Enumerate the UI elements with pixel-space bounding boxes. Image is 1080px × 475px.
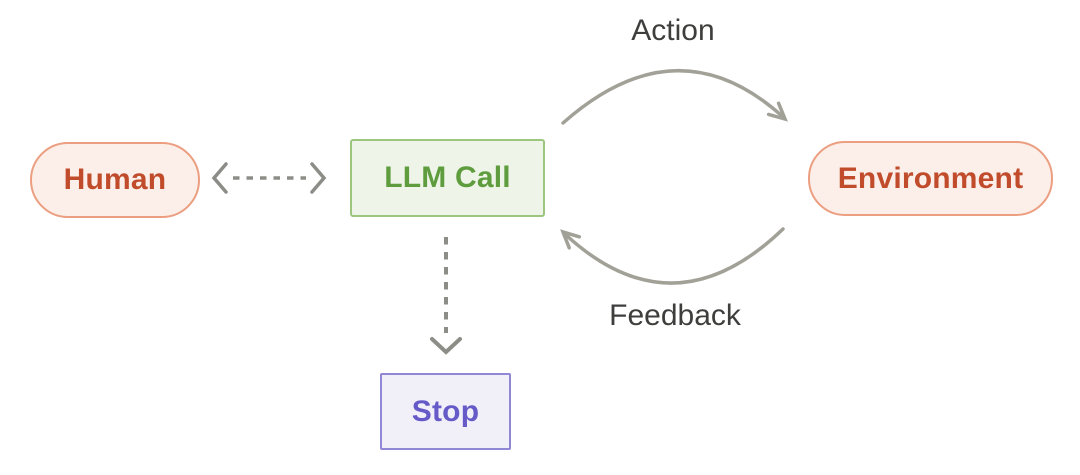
human-node-label: Human: [63, 163, 167, 196]
environment-node: Environment: [808, 141, 1053, 216]
human-node: Human: [30, 142, 200, 218]
feedback-arrowhead: [560, 229, 582, 250]
feedback-arc: [564, 227, 785, 285]
llm-stop-dashed-arrow: [430, 237, 462, 355]
action-edge-label: Action: [631, 14, 715, 47]
feedback-arrow: [560, 227, 785, 285]
stop-node-label: Stop: [411, 394, 480, 428]
environment-node-label: Environment: [837, 161, 1024, 195]
human-llm-dashed-double-arrow: [211, 162, 327, 194]
action-arrow: [561, 68, 788, 125]
down-chevron-arrowhead: [430, 337, 462, 355]
action-arc: [561, 68, 784, 125]
right-chevron-arrowhead: [310, 162, 327, 194]
llm-call-node: LLM Call: [350, 139, 545, 217]
stop-node: Stop: [380, 373, 511, 450]
llm-call-node-label: LLM Call: [384, 161, 511, 194]
action-arrowhead: [766, 101, 788, 122]
left-chevron-arrowhead: [211, 162, 228, 194]
feedback-edge-label: Feedback: [609, 299, 741, 332]
